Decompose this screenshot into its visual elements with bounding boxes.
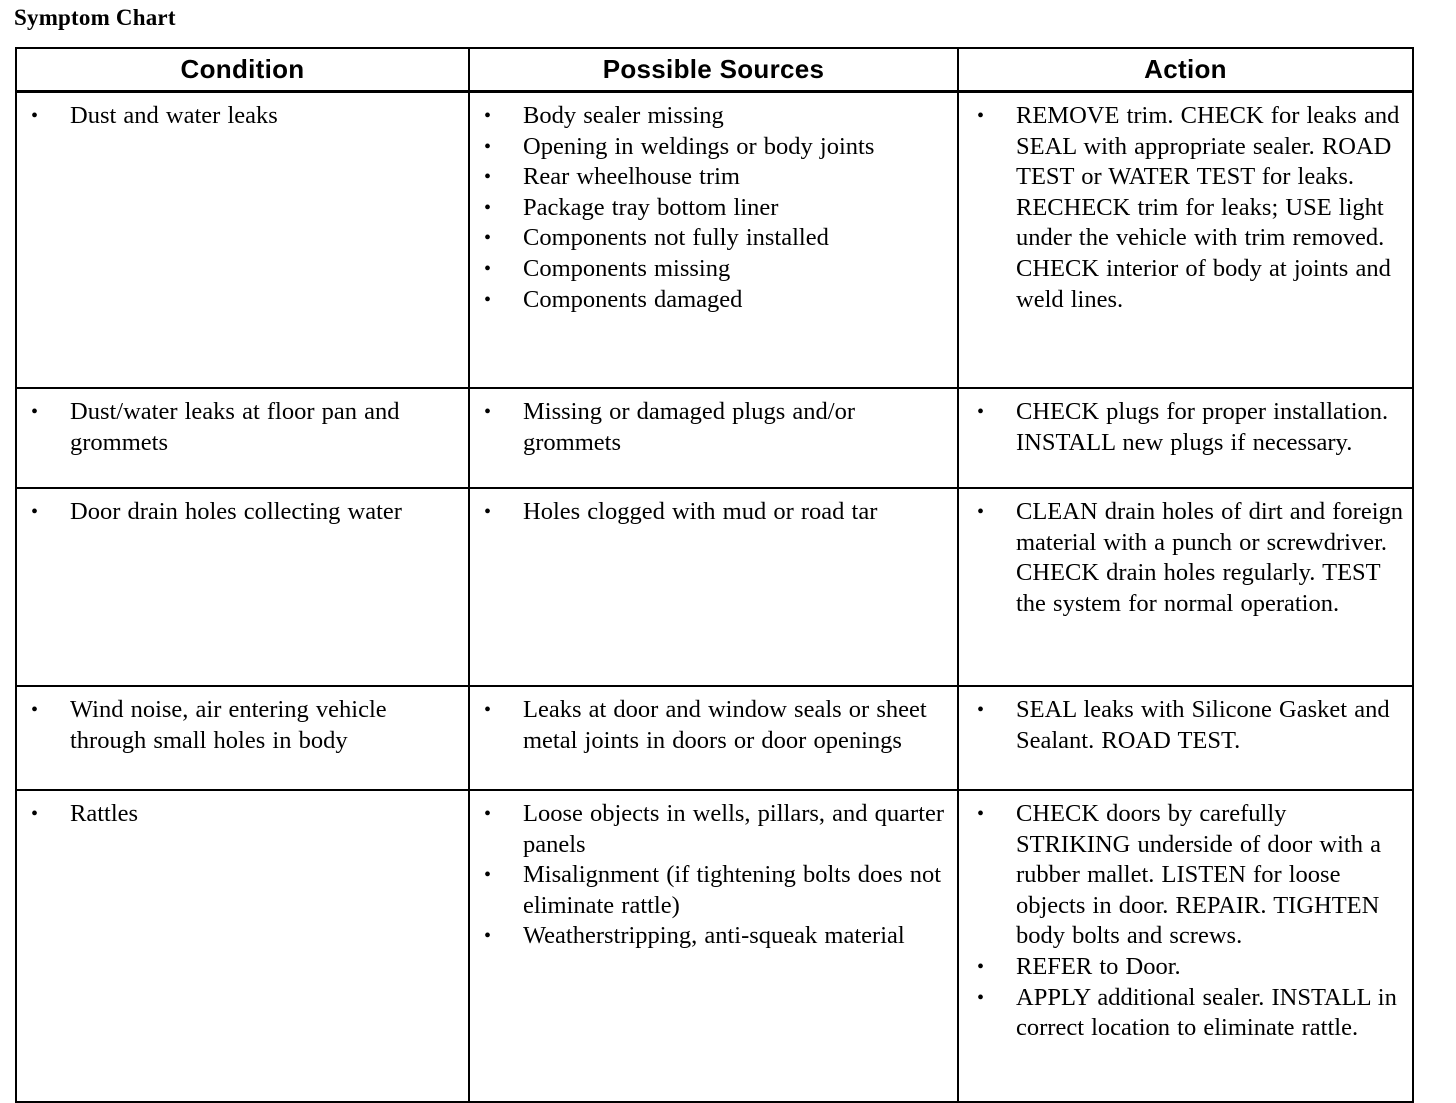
list-item: Loose objects in wells, pillars, and qua… [470, 799, 951, 860]
table-body: Dust and water leaks Body sealer missing… [15, 90, 1414, 1103]
list-item: Rattles [17, 799, 462, 830]
cell-condition: Dust and water leaks [15, 90, 470, 389]
cell-possible-sources: Body sealer missing Opening in weldings … [468, 90, 959, 389]
list-item: Holes clogged with mud or road tar [470, 497, 951, 528]
table-row: Wind noise, air entering vehicle through… [15, 685, 1414, 791]
bullet-list-condition: Dust/water leaks at floor pan and gromme… [17, 397, 462, 458]
cell-action: REMOVE trim. CHECK for leaks and SEAL wi… [957, 90, 1414, 389]
table-row: Dust and water leaks Body sealer missing… [15, 90, 1414, 389]
cell-action: CLEAN drain holes of dirt and foreign ma… [957, 487, 1414, 687]
bullet-list-sources: Body sealer missing Opening in weldings … [470, 101, 951, 315]
list-item: APPLY additional sealer. INSTALL in corr… [959, 983, 1406, 1044]
bullet-list-action: CLEAN drain holes of dirt and foreign ma… [959, 497, 1406, 619]
column-header-possible-sources: Possible Sources [468, 47, 959, 93]
cell-condition: Rattles [15, 789, 470, 1103]
table-row: Door drain holes collecting water Holes … [15, 487, 1414, 687]
bullet-list-sources: Leaks at door and window seals or sheet … [470, 695, 951, 756]
list-item: CHECK plugs for proper installation. INS… [959, 397, 1406, 458]
cell-condition: Wind noise, air entering vehicle through… [15, 685, 470, 791]
list-item: Components damaged [470, 285, 951, 316]
list-item: Rear wheelhouse trim [470, 162, 951, 193]
list-item: Missing or damaged plugs and/or grommets [470, 397, 951, 458]
cell-action: CHECK doors by carefully STRIKING unders… [957, 789, 1414, 1103]
list-item: Misalignment (if tightening bolts does n… [470, 860, 951, 921]
list-item: Body sealer missing [470, 101, 951, 132]
cell-action: SEAL leaks with Silicone Gasket and Seal… [957, 685, 1414, 791]
cell-condition: Door drain holes collecting water [15, 487, 470, 687]
column-header-condition: Condition [15, 47, 470, 93]
bullet-list-action: SEAL leaks with Silicone Gasket and Seal… [959, 695, 1406, 756]
bullet-list-action: CHECK plugs for proper installation. INS… [959, 397, 1406, 458]
list-item: REFER to Door. [959, 952, 1406, 983]
list-item: CHECK doors by carefully STRIKING unders… [959, 799, 1406, 952]
list-item: Components not fully installed [470, 223, 951, 254]
list-item: SEAL leaks with Silicone Gasket and Seal… [959, 695, 1406, 756]
bullet-list-condition: Dust and water leaks [17, 101, 462, 132]
column-header-action: Action [957, 47, 1414, 93]
table-row: Dust/water leaks at floor pan and gromme… [15, 387, 1414, 489]
bullet-list-condition: Door drain holes collecting water [17, 497, 462, 528]
cell-possible-sources: Leaks at door and window seals or sheet … [468, 685, 959, 791]
list-item: Weatherstripping, anti-squeak material [470, 921, 951, 952]
bullet-list-sources: Loose objects in wells, pillars, and qua… [470, 799, 951, 952]
table-header-row: Condition Possible Sources Action [15, 47, 1414, 93]
symptom-chart-table: Condition Possible Sources Action Dust a… [15, 47, 1414, 1103]
cell-condition: Dust/water leaks at floor pan and gromme… [15, 387, 470, 489]
bullet-list-sources: Missing or damaged plugs and/or grommets [470, 397, 951, 458]
list-item: Package tray bottom liner [470, 193, 951, 224]
page-title: Symptom Chart [14, 5, 176, 30]
cell-action: CHECK plugs for proper installation. INS… [957, 387, 1414, 489]
bullet-list-sources: Holes clogged with mud or road tar [470, 497, 951, 528]
list-item: Opening in weldings or body joints [470, 132, 951, 163]
list-item: Leaks at door and window seals or sheet … [470, 695, 951, 756]
table-header: Condition Possible Sources Action [15, 47, 1414, 93]
bullet-list-condition: Wind noise, air entering vehicle through… [17, 695, 462, 756]
cell-possible-sources: Holes clogged with mud or road tar [468, 487, 959, 687]
list-item: Dust and water leaks [17, 101, 462, 132]
cell-possible-sources: Missing or damaged plugs and/or grommets [468, 387, 959, 489]
list-item: Dust/water leaks at floor pan and gromme… [17, 397, 462, 458]
list-item: CLEAN drain holes of dirt and foreign ma… [959, 497, 1406, 619]
bullet-list-action: REMOVE trim. CHECK for leaks and SEAL wi… [959, 101, 1406, 315]
bullet-list-condition: Rattles [17, 799, 462, 830]
table-row: Rattles Loose objects in wells, pillars,… [15, 789, 1414, 1103]
list-item: Components missing [470, 254, 951, 285]
list-item: Door drain holes collecting water [17, 497, 462, 528]
list-item: REMOVE trim. CHECK for leaks and SEAL wi… [959, 101, 1406, 315]
bullet-list-action: CHECK doors by carefully STRIKING unders… [959, 799, 1406, 1044]
list-item: Wind noise, air entering vehicle through… [17, 695, 462, 756]
cell-possible-sources: Loose objects in wells, pillars, and qua… [468, 789, 959, 1103]
